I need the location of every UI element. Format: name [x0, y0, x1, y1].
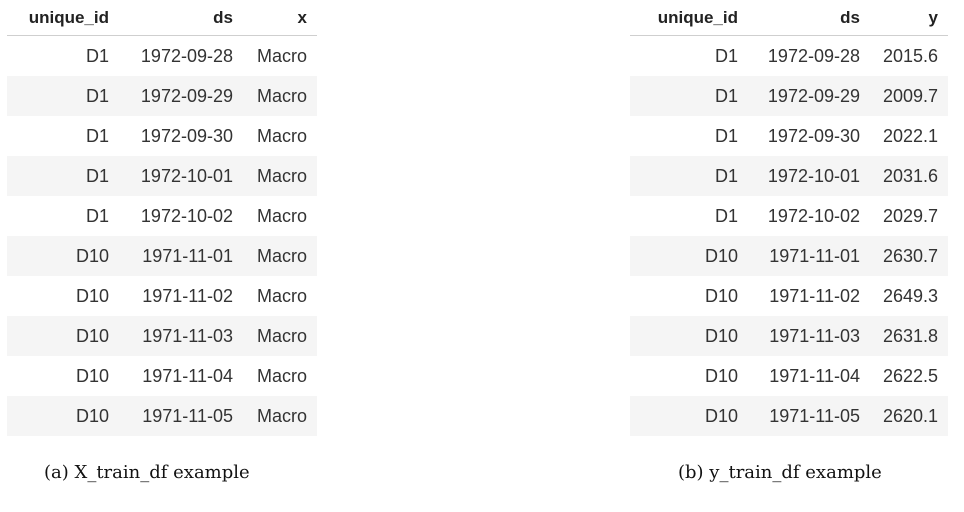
table-row: D10 1971-11-02 Macro: [7, 276, 317, 316]
cell-y: 2630.7: [870, 236, 948, 276]
table-row: D1 1972-09-29 2009.7: [630, 76, 948, 116]
cell-ds: 1971-11-01: [748, 236, 870, 276]
column-header-x: x: [243, 0, 317, 36]
table-row: D10 1971-11-04 Macro: [7, 356, 317, 396]
caption-y-train-df: (b) y_train_df example: [678, 462, 882, 483]
cell-unique-id: D10: [630, 396, 748, 436]
cell-ds: 1972-10-02: [119, 196, 243, 236]
cell-y: 2620.1: [870, 396, 948, 436]
column-header-y: y: [870, 0, 948, 36]
cell-ds: 1972-10-02: [748, 196, 870, 236]
column-header-unique-id: unique_id: [630, 0, 748, 36]
cell-unique-id: D10: [7, 396, 119, 436]
table-row: D10 1971-11-01 2630.7: [630, 236, 948, 276]
cell-x: Macro: [243, 236, 317, 276]
cell-x: Macro: [243, 196, 317, 236]
cell-unique-id: D1: [7, 156, 119, 196]
table-header-row: unique_id ds x: [7, 0, 317, 36]
cell-ds: 1971-11-03: [748, 316, 870, 356]
table-row: D1 1972-10-01 2031.6: [630, 156, 948, 196]
cell-y: 2031.6: [870, 156, 948, 196]
cell-unique-id: D1: [630, 76, 748, 116]
column-header-ds: ds: [748, 0, 870, 36]
cell-x: Macro: [243, 76, 317, 116]
table-header-row: unique_id ds y: [630, 0, 948, 36]
cell-ds: 1971-11-02: [748, 276, 870, 316]
table-row: D10 1971-11-04 2622.5: [630, 356, 948, 396]
cell-x: Macro: [243, 316, 317, 356]
cell-ds: 1972-10-01: [748, 156, 870, 196]
cell-unique-id: D1: [7, 196, 119, 236]
cell-y: 2029.7: [870, 196, 948, 236]
cell-x: Macro: [243, 356, 317, 396]
cell-ds: 1972-10-01: [119, 156, 243, 196]
table-row: D1 1972-09-28 Macro: [7, 35, 317, 76]
cell-ds: 1971-11-05: [119, 396, 243, 436]
cell-unique-id: D1: [630, 35, 748, 76]
cell-x: Macro: [243, 156, 317, 196]
y-train-df-table: unique_id ds y D1 1972-09-28 2015.6 D1 1…: [630, 0, 948, 436]
cell-y: 2015.6: [870, 35, 948, 76]
cell-unique-id: D10: [630, 276, 748, 316]
caption-x-train-df: (a) X_train_df example: [44, 462, 250, 483]
column-header-ds: ds: [119, 0, 243, 36]
cell-ds: 1972-09-28: [748, 35, 870, 76]
cell-unique-id: D1: [630, 116, 748, 156]
cell-x: Macro: [243, 276, 317, 316]
cell-ds: 1971-11-02: [119, 276, 243, 316]
cell-ds: 1971-11-03: [119, 316, 243, 356]
table-row: D1 1972-10-02 2029.7: [630, 196, 948, 236]
cell-unique-id: D10: [630, 356, 748, 396]
cell-unique-id: D10: [7, 356, 119, 396]
column-header-unique-id: unique_id: [7, 0, 119, 36]
cell-ds: 1971-11-04: [748, 356, 870, 396]
cell-ds: 1972-09-29: [748, 76, 870, 116]
y-train-df-panel: unique_id ds y D1 1972-09-28 2015.6 D1 1…: [630, 0, 948, 436]
table-row: D1 1972-09-29 Macro: [7, 76, 317, 116]
x-train-df-table: unique_id ds x D1 1972-09-28 Macro D1 19…: [7, 0, 317, 436]
cell-unique-id: D1: [630, 156, 748, 196]
table-row: D10 1971-11-05 Macro: [7, 396, 317, 436]
table-row: D1 1972-09-28 2015.6: [630, 35, 948, 76]
cell-x: Macro: [243, 116, 317, 156]
cell-unique-id: D10: [7, 316, 119, 356]
cell-unique-id: D1: [630, 196, 748, 236]
cell-y: 2622.5: [870, 356, 948, 396]
cell-ds: 1971-11-04: [119, 356, 243, 396]
cell-y: 2631.8: [870, 316, 948, 356]
cell-unique-id: D10: [7, 236, 119, 276]
cell-ds: 1971-11-01: [119, 236, 243, 276]
table-row: D10 1971-11-02 2649.3: [630, 276, 948, 316]
cell-unique-id: D1: [7, 35, 119, 76]
cell-ds: 1972-09-29: [119, 76, 243, 116]
table-row: D10 1971-11-05 2620.1: [630, 396, 948, 436]
table-row: D1 1972-10-01 Macro: [7, 156, 317, 196]
cell-unique-id: D1: [7, 76, 119, 116]
x-train-df-panel: unique_id ds x D1 1972-09-28 Macro D1 19…: [7, 0, 317, 436]
cell-x: Macro: [243, 396, 317, 436]
cell-x: Macro: [243, 35, 317, 76]
cell-y: 2009.7: [870, 76, 948, 116]
table-row: D1 1972-09-30 2022.1: [630, 116, 948, 156]
cell-unique-id: D10: [630, 236, 748, 276]
cell-y: 2649.3: [870, 276, 948, 316]
table-row: D10 1971-11-03 2631.8: [630, 316, 948, 356]
table-row: D1 1972-10-02 Macro: [7, 196, 317, 236]
table-row: D1 1972-09-30 Macro: [7, 116, 317, 156]
table-row: D10 1971-11-01 Macro: [7, 236, 317, 276]
table-row: D10 1971-11-03 Macro: [7, 316, 317, 356]
cell-unique-id: D10: [630, 316, 748, 356]
cell-ds: 1971-11-05: [748, 396, 870, 436]
cell-unique-id: D1: [7, 116, 119, 156]
cell-unique-id: D10: [7, 276, 119, 316]
cell-y: 2022.1: [870, 116, 948, 156]
cell-ds: 1972-09-30: [119, 116, 243, 156]
cell-ds: 1972-09-30: [748, 116, 870, 156]
cell-ds: 1972-09-28: [119, 35, 243, 76]
